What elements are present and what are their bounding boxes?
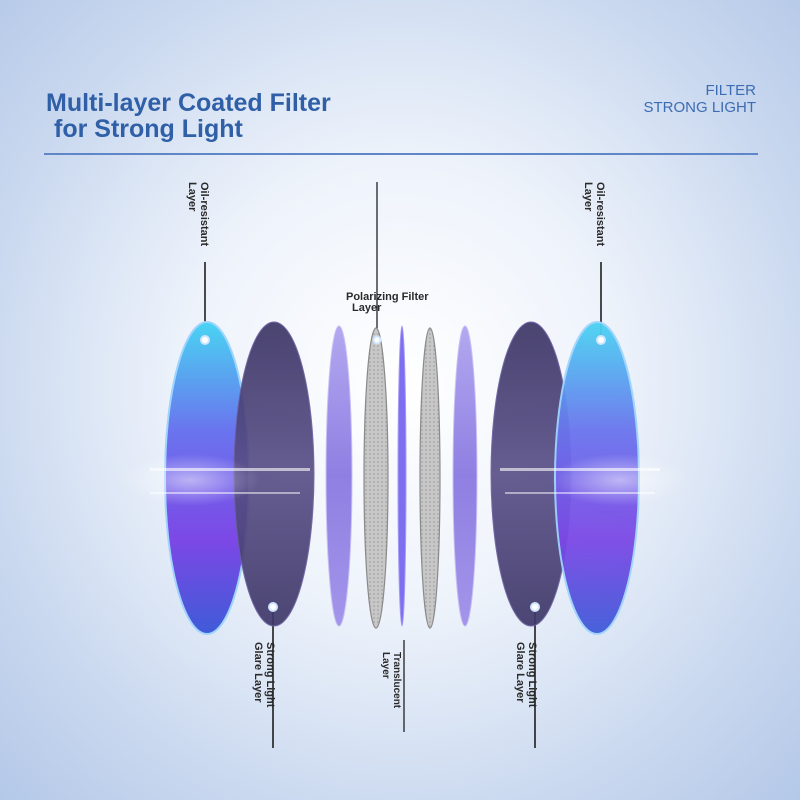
translucent-lens: [397, 325, 407, 627]
label-oil-resistant-left: Oil-resistant Layer: [186, 182, 210, 247]
title-line-1: Multi-layer Coated Filter: [46, 89, 331, 117]
page-title: Multi-layer Coated Filter for Strong Lig…: [46, 90, 331, 142]
tag-line-2: STRONG LIGHT: [643, 99, 756, 116]
right-thin-lens: [452, 325, 478, 627]
marker-dot: [200, 335, 210, 345]
marker-dot: [268, 602, 278, 612]
label-polarizing-filter: Polarizing Filter Layer: [346, 291, 429, 314]
title-line-2: for Strong Light: [54, 115, 243, 143]
label-glare-left: Strong Light Glare Layer: [252, 642, 276, 708]
marker-dot: [596, 335, 606, 345]
marker-dot: [372, 335, 382, 345]
left-polarizing-lens: [363, 327, 389, 629]
header-divider: [44, 153, 758, 155]
left-thin-lens: [325, 325, 353, 627]
tag-line-1: FILTER: [705, 82, 756, 99]
right-polarizing-lens: [419, 327, 441, 629]
header-tag: FILTER STRONG LIGHT: [643, 82, 756, 116]
marker-dot: [530, 602, 540, 612]
label-oil-resistant-right: Oil-resistant Layer: [582, 182, 606, 247]
label-glare-right: Strong Light Glare Layer: [514, 642, 538, 708]
label-translucent: Translucent Layer: [380, 652, 402, 709]
